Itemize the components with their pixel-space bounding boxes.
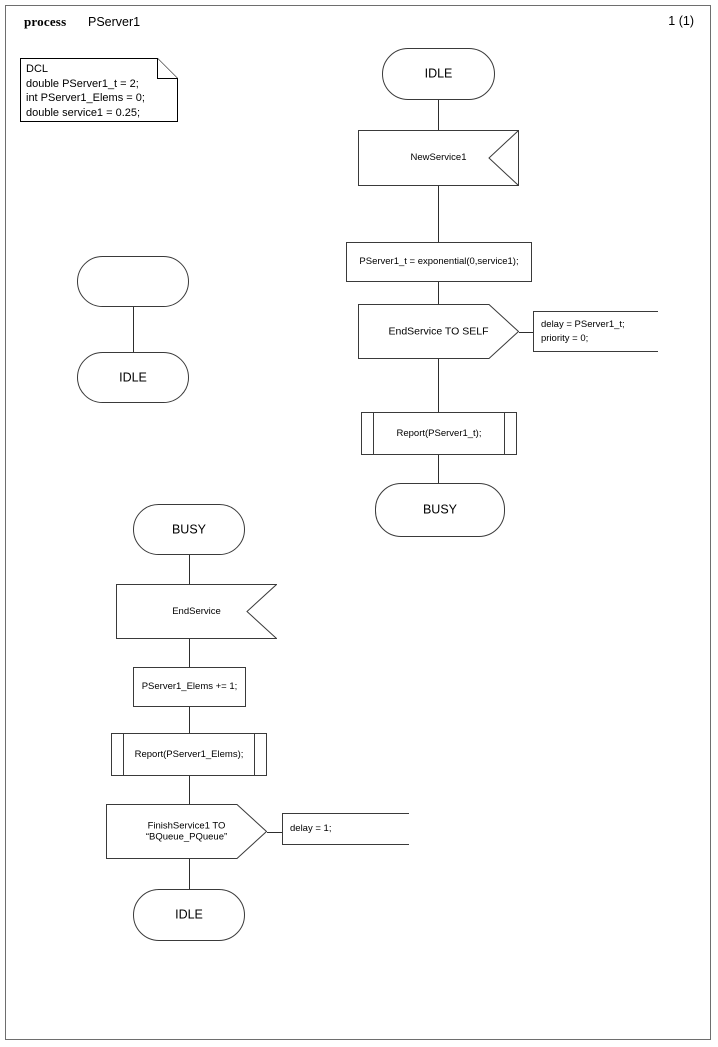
comment-delay-1: delay = 1; [282, 813, 409, 845]
flow-line [189, 639, 190, 667]
state-idle-top[interactable]: IDLE [382, 48, 495, 100]
state-busy-left-label: BUSY [171, 521, 207, 536]
procedure-report-elems[interactable]: Report(PServer1_Elems); [111, 733, 267, 776]
flow-line [189, 555, 190, 584]
start-symbol[interactable] [77, 256, 189, 307]
state-busy-right[interactable]: BUSY [375, 483, 505, 537]
procedure-bar-left [123, 734, 124, 775]
comment-delay-priority-text: delay = PServer1_t; priority = 0; [541, 318, 625, 344]
comment-connector [519, 332, 533, 333]
task-increment-elems-label: PServer1_Elems += 1; [141, 681, 238, 693]
procedure-report-pserver1-t-label: Report(PServer1_t); [396, 427, 482, 439]
process-keyword: process [24, 14, 67, 29]
procedure-report-pserver1-t[interactable]: Report(PServer1_t); [361, 412, 517, 455]
declaration-note: DCL double PServer1_t = 2; int PServer1_… [20, 58, 178, 122]
page-title: PServer1 [88, 15, 141, 29]
note-outline-icon [20, 58, 178, 122]
flow-line [189, 707, 190, 733]
input-outline-icon [116, 584, 277, 639]
state-idle-start-label: IDLE [119, 369, 147, 384]
output-outline-icon [358, 304, 519, 359]
output-outline-icon [106, 804, 267, 859]
state-idle-top-label: IDLE [424, 66, 453, 81]
flow-line [438, 282, 439, 304]
task-exponential-label: PServer1_t = exponential(0,service1); [359, 256, 519, 268]
output-finish-service1[interactable]: FinishService1 TO “BQueue_PQueue” [106, 804, 267, 859]
state-idle-bottom-label: IDLE [175, 907, 203, 922]
comment-delay-priority: delay = PServer1_t; priority = 0; [533, 311, 658, 352]
input-new-service1[interactable]: NewService1 [358, 130, 519, 186]
page-border-frame [5, 5, 711, 1040]
comment-delay-1-text: delay = 1; [290, 822, 332, 834]
state-idle-bottom[interactable]: IDLE [133, 889, 245, 941]
output-end-service-to-self[interactable]: EndService TO SELF [358, 304, 519, 359]
procedure-bar-right [504, 413, 505, 454]
procedure-report-elems-label: Report(PServer1_Elems); [134, 748, 244, 760]
task-increment-elems[interactable]: PServer1_Elems += 1; [133, 667, 246, 707]
task-exponential[interactable]: PServer1_t = exponential(0,service1); [346, 242, 532, 282]
flow-line [438, 186, 439, 242]
flow-line [438, 359, 439, 412]
procedure-bar-right [254, 734, 255, 775]
state-busy-right-label: BUSY [422, 502, 458, 517]
flow-line [189, 859, 190, 889]
flow-line [133, 307, 134, 352]
state-busy-left[interactable]: BUSY [133, 504, 245, 555]
declaration-text: DCL double PServer1_t = 2; int PServer1_… [26, 63, 145, 119]
comment-connector [267, 832, 282, 833]
procedure-bar-left [373, 413, 374, 454]
flow-line [438, 455, 439, 483]
input-end-service[interactable]: EndService [116, 584, 277, 639]
flow-line [438, 100, 439, 130]
state-idle-start[interactable]: IDLE [77, 352, 189, 403]
page-number: 1 (1) [668, 14, 694, 28]
input-outline-icon [358, 130, 519, 186]
flow-line [189, 776, 190, 804]
